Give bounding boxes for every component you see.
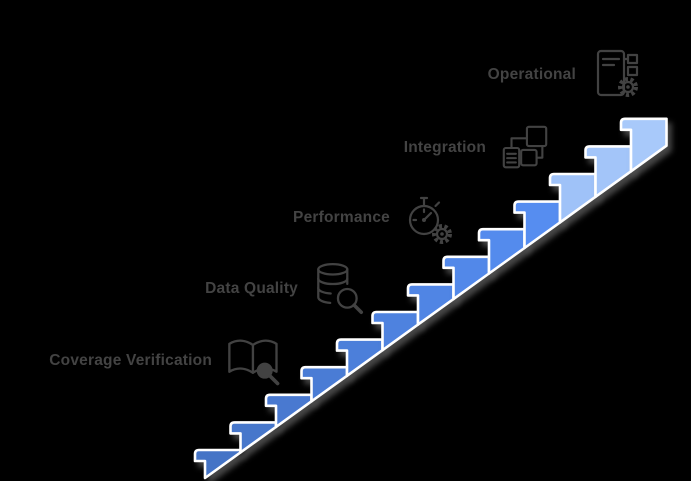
stair-step-4 [300,365,349,403]
stair-step-7 [406,283,455,326]
stair-step-3 [264,393,313,429]
level-integration: Integration [404,120,552,176]
stair-step-13 [619,117,668,173]
stair-step-9 [477,227,526,275]
document-gear-icon [596,49,639,97]
stair-step-5 [335,338,384,378]
level-label: Operational [487,66,576,83]
book-search-icon [228,339,280,386]
stair-step-8 [442,255,491,301]
level-operational: Operational [488,46,644,104]
stair-step-11 [548,172,597,224]
level-data-quality: Data Quality [205,259,368,319]
level-label: Performance [293,209,390,226]
level-coverage-verification: Coverage Verification [49,330,284,392]
stair-step-6 [371,310,420,352]
stair-step-2 [229,421,278,454]
integration-blocks-icon [502,125,548,169]
database-search-icon [317,263,364,315]
level-label: Data Quality [205,280,298,297]
level-label: Coverage Verification [49,352,212,369]
stopwatch-gear-icon [408,196,452,244]
level-performance: Performance [293,189,458,247]
level-label: Integration [403,139,486,156]
stair-step-10 [513,200,562,250]
stair-step-12 [584,145,633,199]
stair-step-1 [193,448,242,480]
